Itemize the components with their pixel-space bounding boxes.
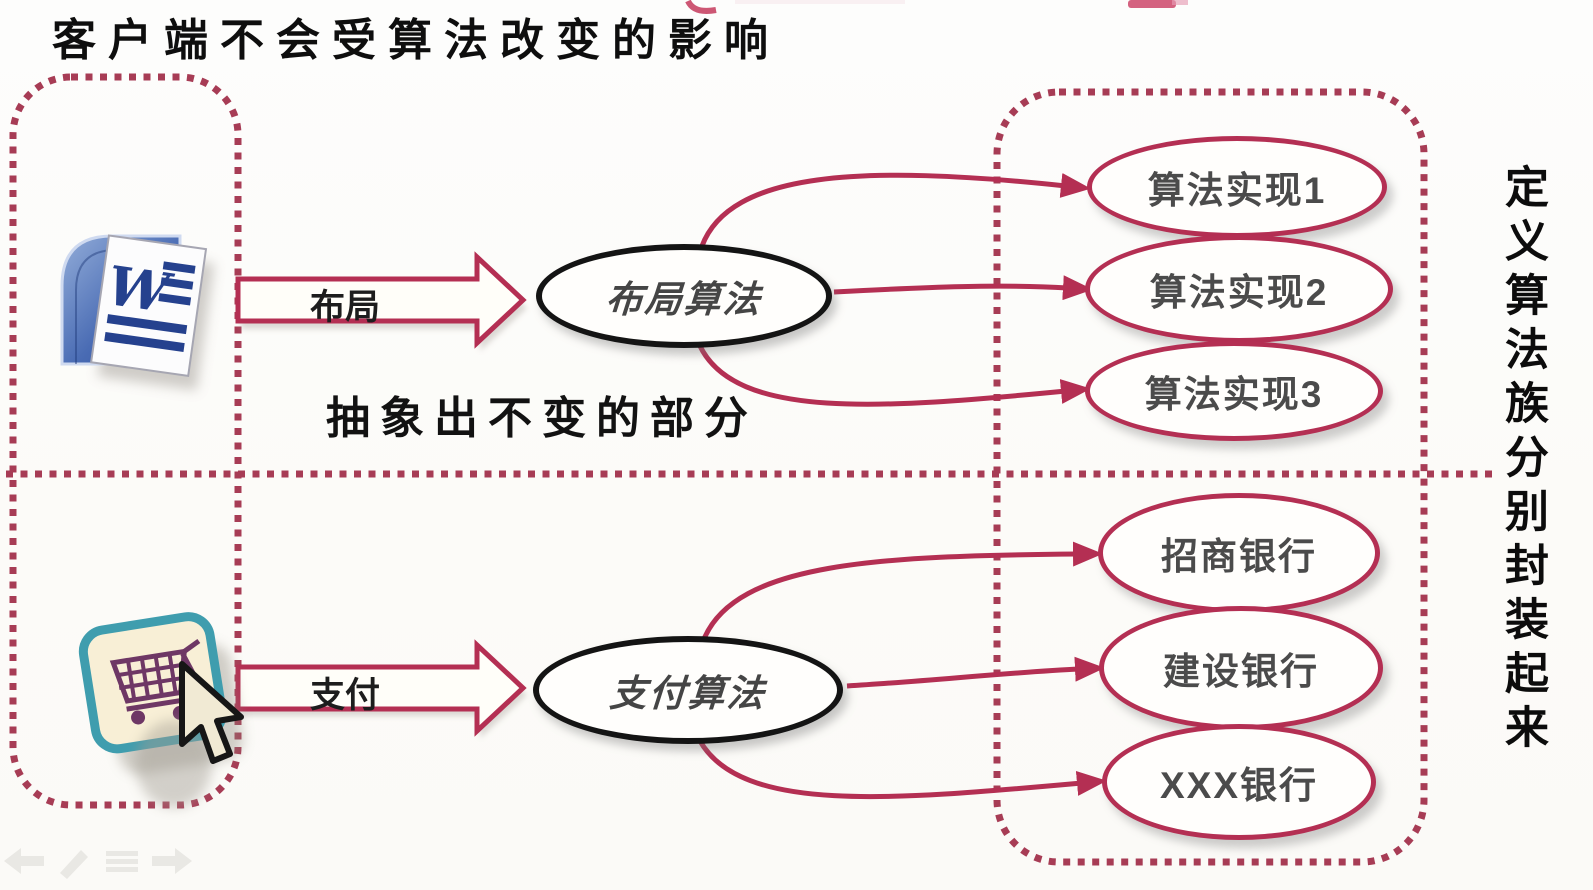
abstract-note: 抽象出不变的部分	[326, 394, 758, 443]
impl-node-layout-3: 算法实现3	[1085, 341, 1383, 441]
strategy-node-pay-label: 支付算法	[608, 673, 768, 714]
impl-node-layout-1: 算法实现1	[1087, 136, 1387, 238]
impl-node-layout-2-label: 算法实现2	[1149, 272, 1329, 313]
impl-node-pay-2: 建设银行	[1099, 606, 1383, 730]
client-region-border	[9, 73, 242, 809]
impl-node-layout-3-label: 算法实现3	[1144, 374, 1324, 415]
impl-node-pay-3-label: XXX银行	[1159, 765, 1319, 806]
strategy-node-layout-label: 布局算法	[604, 279, 764, 320]
impl-node-pay-3: XXX银行	[1102, 724, 1376, 840]
strategy-node-layout: 布局算法	[536, 244, 832, 348]
impl-node-pay-1-label: 招商银行	[1161, 536, 1317, 577]
vertical-note: 定义算法族分别封装起来	[1498, 164, 1547, 758]
pay-block-arrow	[235, 639, 527, 737]
word-document-icon: W	[60, 234, 215, 391]
connector-layout-impl-2	[833, 275, 1093, 301]
connector-layout-impl-1	[699, 172, 1091, 247]
pen-icon[interactable]	[60, 850, 88, 879]
layout-block-arrow	[235, 251, 527, 349]
nav-back-icon[interactable]	[4, 848, 44, 874]
impl-node-layout-1-label: 算法实现1	[1147, 170, 1327, 211]
layout-arrow-label: 布局	[309, 288, 380, 327]
implementations-region-border	[993, 88, 1428, 866]
pay-connectors	[697, 541, 1107, 800]
connector-pay-impl-1	[701, 541, 1103, 640]
connector-pay-impl-3	[697, 739, 1107, 800]
cursor-icon	[136, 661, 244, 808]
layout-connectors	[697, 172, 1093, 407]
player-controls	[4, 848, 192, 879]
top-edge-artifacts	[685, 0, 1188, 14]
nav-forward-icon[interactable]	[152, 848, 192, 874]
impl-node-pay-1: 招商银行	[1098, 493, 1380, 613]
impl-node-layout-2: 算法实现2	[1085, 235, 1393, 343]
connector-layout-impl-3	[697, 344, 1091, 407]
pay-arrow-label: 支付	[309, 676, 380, 715]
page-title: 客户端不会受算法改变的影响	[52, 16, 780, 65]
connector-pay-impl-2	[846, 656, 1105, 689]
menu-icon[interactable]	[106, 851, 138, 872]
impl-node-pay-2-label: 建设银行	[1163, 651, 1319, 692]
strategy-node-pay: 支付算法	[533, 636, 843, 744]
